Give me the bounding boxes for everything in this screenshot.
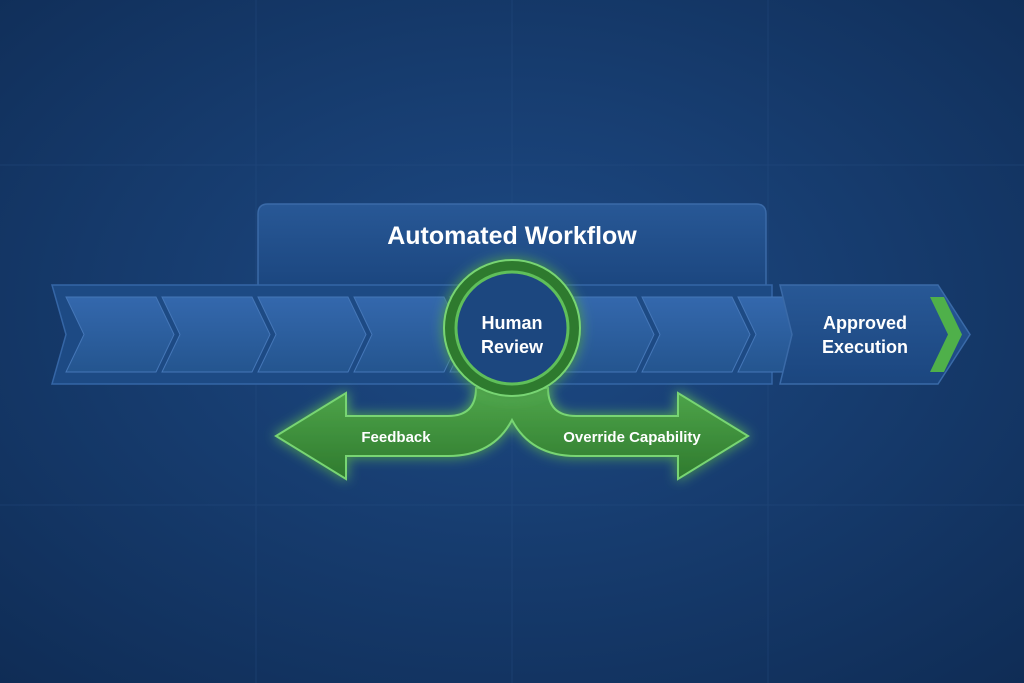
review-label-line2: Review bbox=[481, 337, 544, 357]
pipeline-chevron bbox=[65, 296, 175, 373]
pipeline-chevron bbox=[257, 296, 367, 373]
review-core bbox=[454, 270, 570, 386]
branch-arrows bbox=[274, 387, 750, 481]
pipeline-chevron bbox=[161, 296, 271, 373]
pipeline-chevron bbox=[641, 296, 751, 373]
feedback-label: Feedback bbox=[361, 429, 431, 446]
pipeline-chevron bbox=[353, 296, 463, 373]
review-label-line1: Human bbox=[481, 313, 542, 333]
override-capability-label: Override Capability bbox=[563, 429, 701, 446]
execution-chevron-icon bbox=[930, 297, 962, 372]
execution-label-line1: Approved bbox=[823, 313, 907, 333]
execution-label-line2: Execution bbox=[822, 337, 908, 357]
approved-execution-arrow bbox=[779, 284, 971, 385]
workflow-header-panel bbox=[257, 203, 767, 289]
workflow-title: Automated Workflow bbox=[387, 222, 637, 250]
feedback-override-arrows bbox=[274, 387, 750, 481]
human-review-node bbox=[443, 259, 581, 397]
